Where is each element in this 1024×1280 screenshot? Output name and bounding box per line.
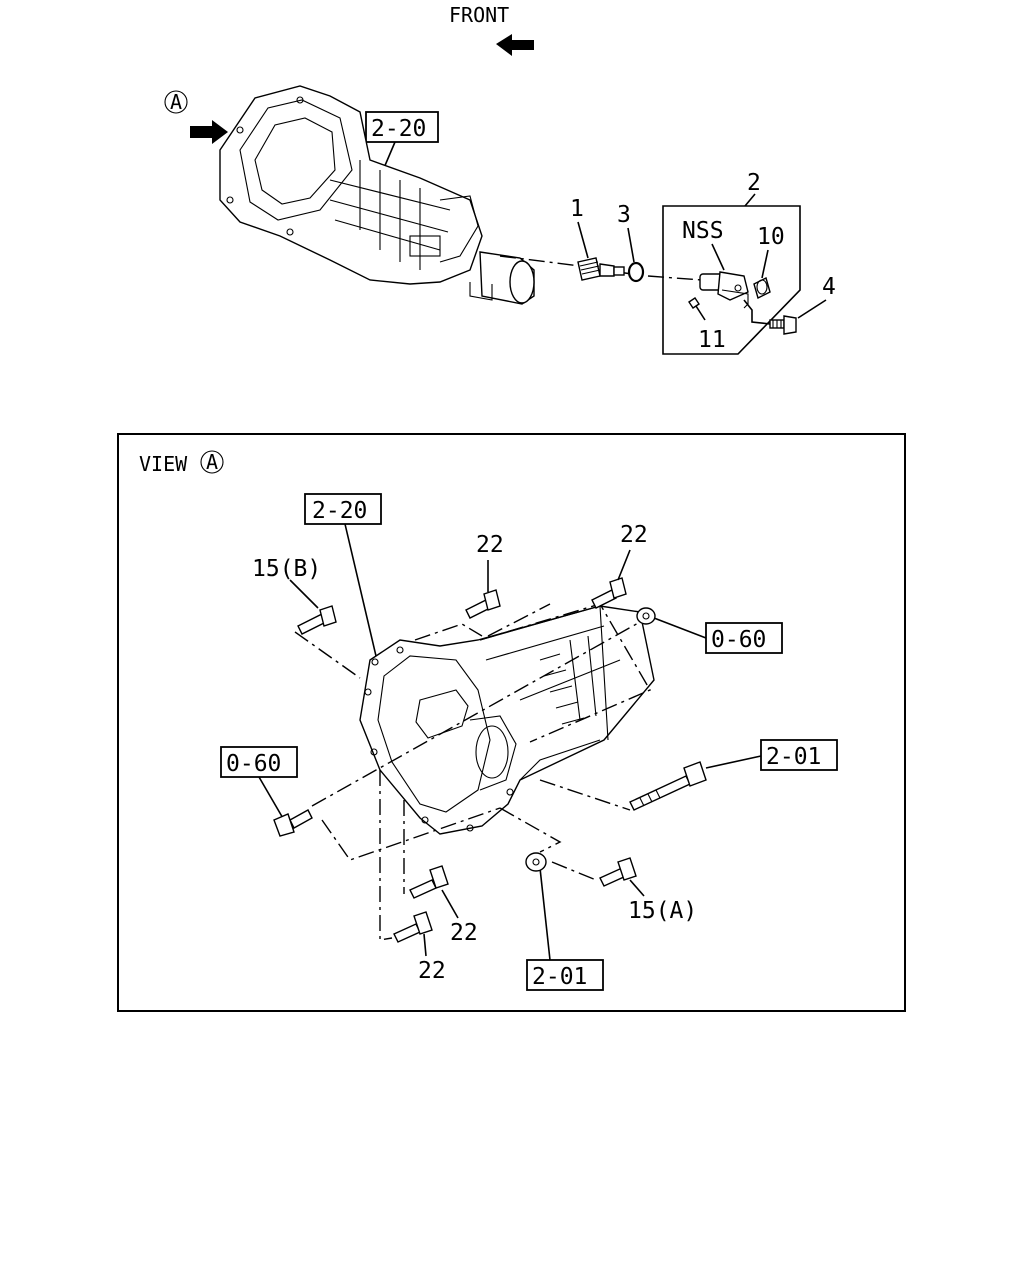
- callout-15b: 15(B): [252, 556, 321, 582]
- bolt-2-01-long: [629, 761, 707, 811]
- bolt-22-bottom-lower: [393, 911, 433, 943]
- bolt-0-60-left: [273, 809, 313, 837]
- top-assembly: FRONT A 2-20: [164, 3, 836, 355]
- bolt-22-top-left: [465, 589, 501, 619]
- callout-22-top-right: 22: [620, 522, 648, 548]
- nut-2-01-bottom: [525, 852, 547, 872]
- ref-box-2-20-top: 2-20: [365, 111, 439, 143]
- svg-text:0-60: 0-60: [226, 751, 281, 777]
- ref-box-2-01-right: 2-01: [760, 739, 838, 771]
- callout-22-bottom-upper: 22: [450, 920, 478, 946]
- callout-11: 11: [698, 327, 726, 353]
- front-label: FRONT: [449, 3, 509, 27]
- bolt-15b: [297, 605, 337, 635]
- callout-1: 1: [570, 196, 584, 222]
- svg-text:A: A: [206, 450, 218, 474]
- clutch-housing-illustration: [359, 605, 655, 835]
- view-a-panel: VIEW A 2-20 0-60 0-60 2-01 2-01: [117, 433, 906, 1012]
- part-11-pin: [688, 297, 700, 309]
- part-1-drive-gear: [577, 257, 625, 281]
- callout-22-bottom-lower: 22: [418, 958, 446, 984]
- callout-nss: NSS: [682, 218, 724, 244]
- ref-box-0-60-left: 0-60: [220, 746, 298, 778]
- view-a-marker: A: [164, 90, 188, 114]
- svg-text:2-01: 2-01: [532, 964, 587, 990]
- bolt-15a: [599, 857, 637, 887]
- view-title-marker: A: [200, 450, 224, 474]
- svg-text:A: A: [170, 90, 182, 114]
- callout-2: 2: [747, 170, 761, 196]
- svg-text:0-60: 0-60: [711, 627, 766, 653]
- callout-22-top-left: 22: [476, 532, 504, 558]
- ref-box-2-20-view: 2-20: [304, 493, 382, 525]
- view-title: VIEW: [139, 452, 188, 476]
- ref-box-2-01-bottom: 2-01: [526, 959, 604, 991]
- front-arrow-icon: [496, 34, 534, 56]
- part-2-group-bracket: [662, 205, 801, 355]
- callout-10: 10: [757, 224, 785, 250]
- svg-text:2-20: 2-20: [312, 498, 367, 524]
- bolt-22-top-right: [591, 577, 627, 609]
- view-direction-arrow-icon: [190, 120, 228, 144]
- part-4-bolt: [769, 315, 797, 335]
- speed-sensor: [699, 271, 771, 325]
- svg-text:2-20: 2-20: [371, 116, 426, 142]
- svg-text:2-01: 2-01: [766, 744, 821, 770]
- part-3-o-ring: [627, 261, 645, 283]
- transmission-illustration: [219, 85, 535, 305]
- nut-0-60-right: [636, 607, 656, 625]
- ref-box-0-60-right: 0-60: [705, 622, 783, 654]
- callout-15a: 15(A): [628, 898, 697, 924]
- callout-4: 4: [822, 274, 836, 300]
- callout-3: 3: [617, 202, 631, 228]
- bolt-22-bottom-upper: [409, 865, 449, 899]
- part-10-plug: [753, 276, 771, 300]
